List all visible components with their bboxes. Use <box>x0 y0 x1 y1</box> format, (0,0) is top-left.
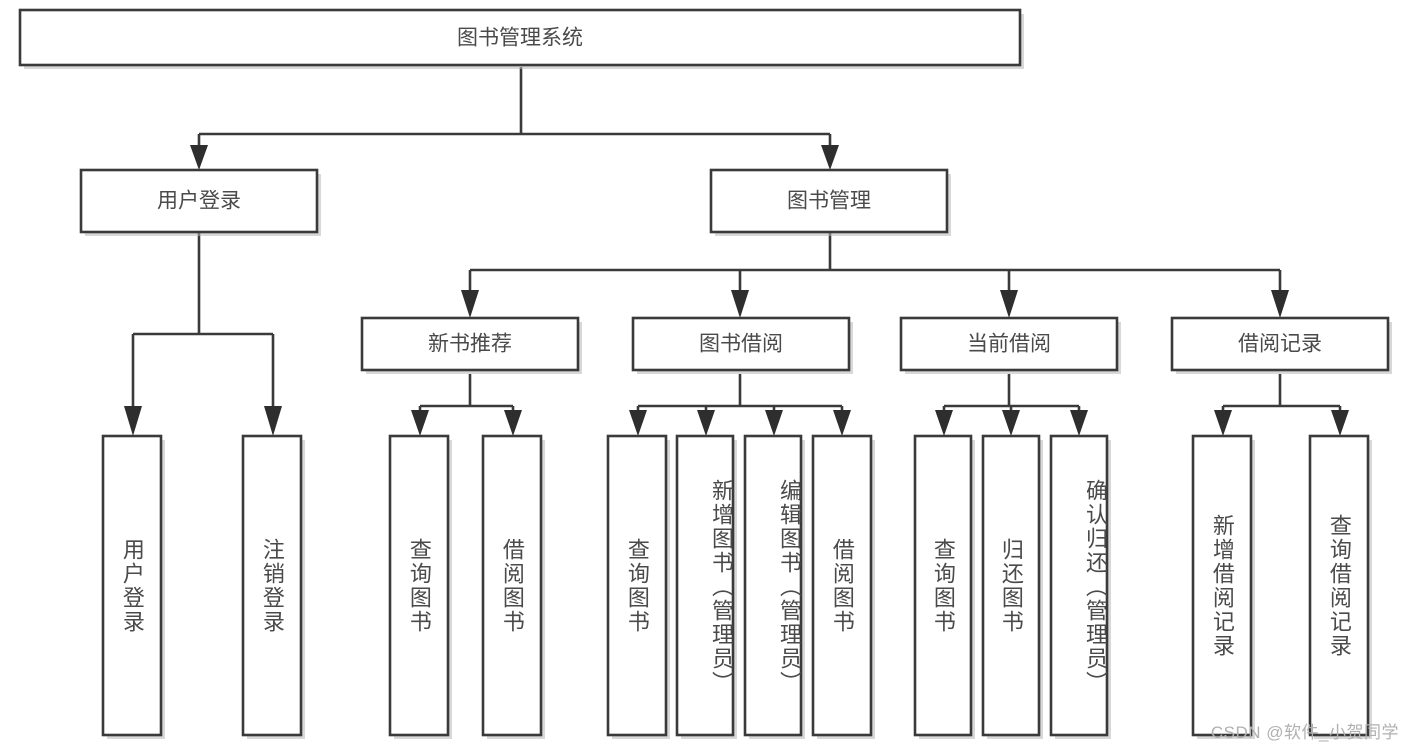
arrow-head-leaf-borrow-book-1 <box>504 410 522 436</box>
node-leaf-query-record-label: 查询借阅记录 <box>1326 513 1352 658</box>
arrow-head-book-manage <box>821 145 839 170</box>
node-leaf-return-book-textwrap: 归还图书 <box>998 537 1024 634</box>
node-leaf-edit-book-textwrap: 编辑图书（管理员） <box>777 478 801 695</box>
node-leaf-query-book-3-textwrap: 查询图书 <box>930 537 956 634</box>
arrow-head-leaf-query-book-1 <box>411 410 429 436</box>
arrow-head-current-borrow <box>1000 290 1018 318</box>
arrow-head-leaf-return-book <box>1002 410 1020 436</box>
node-leaf-borrow-book-1-label: 借阅图书 <box>499 537 525 634</box>
node-leaf-borrow-book-1[interactable]: 借阅图书 <box>481 434 545 739</box>
node-leaf-user-logout-textwrap: 注销登录 <box>259 537 285 634</box>
node-leaf-borrow-book-2[interactable]: 借阅图书 <box>811 434 875 739</box>
node-leaf-user-logout[interactable]: 注销登录 <box>241 434 305 739</box>
node-book-manage-box <box>709 168 949 234</box>
node-borrow-record-label: 借阅记录 <box>1238 333 1322 356</box>
node-new-book-rec-label: 新书推荐 <box>428 333 512 356</box>
node-leaf-user-logout-box <box>241 434 303 737</box>
arrow-head-leaf-user-logout <box>264 406 282 436</box>
node-book-manage-label: 图书管理 <box>787 190 871 213</box>
node-leaf-add-book-box <box>675 434 735 737</box>
node-current-borrow[interactable]: 当前借阅 <box>899 316 1121 374</box>
arrow-head-leaf-query-record <box>1331 410 1349 436</box>
node-leaf-add-record[interactable]: 新增借阅记录 <box>1191 434 1255 739</box>
node-current-borrow-label: 当前借阅 <box>967 333 1051 356</box>
node-user-login-box <box>79 168 319 234</box>
node-leaf-return-book-box <box>981 434 1041 737</box>
node-leaf-query-book-1-label: 查询图书 <box>406 537 432 634</box>
node-leaf-user-login[interactable]: 用户登录 <box>101 434 165 739</box>
node-leaf-add-book[interactable]: 新增图书（管理员） <box>675 434 737 739</box>
node-new-book-rec[interactable]: 新书推荐 <box>360 316 582 374</box>
node-user-login-label: 用户登录 <box>157 190 241 213</box>
node-leaf-borrow-book-1-textwrap: 借阅图书 <box>499 537 525 634</box>
node-leaf-edit-book[interactable]: 编辑图书（管理员） <box>743 434 805 739</box>
node-leaf-add-book-textwrap: 新增图书（管理员） <box>709 478 733 695</box>
arrow-head-leaf-query-book-2 <box>629 410 647 436</box>
node-leaf-query-book-3-label: 查询图书 <box>930 537 956 634</box>
node-root-box <box>18 8 1022 67</box>
node-leaf-edit-book-label: 编辑图书（管理员） <box>777 478 801 695</box>
node-leaf-query-book-3-box <box>913 434 973 737</box>
node-leaf-borrow-book-2-label: 借阅图书 <box>829 537 855 634</box>
node-book-borrow-label: 图书借阅 <box>699 333 783 356</box>
node-leaf-user-login-box <box>101 434 163 737</box>
node-leaf-confirm-return[interactable]: 确认归还（管理员） <box>1049 434 1111 739</box>
node-leaf-query-book-2-label: 查询图书 <box>624 537 650 634</box>
node-leaf-confirm-return-box <box>1049 434 1109 737</box>
arrow-head-leaf-query-book-3 <box>935 410 953 436</box>
node-root-label: 图书管理系统 <box>457 27 583 50</box>
node-leaf-query-book-2-box <box>606 434 668 737</box>
node-leaf-borrow-book-1-box <box>481 434 543 737</box>
node-new-book-rec-box <box>360 316 580 372</box>
node-leaf-add-book-label: 新增图书（管理员） <box>709 478 733 695</box>
node-leaf-add-record-textwrap: 新增借阅记录 <box>1209 513 1235 658</box>
node-borrow-record-box <box>1170 316 1390 372</box>
node-leaf-add-record-label: 新增借阅记录 <box>1209 513 1235 658</box>
node-book-borrow[interactable]: 图书借阅 <box>631 316 853 374</box>
node-book-borrow-box <box>631 316 851 372</box>
node-leaf-query-record-textwrap: 查询借阅记录 <box>1326 513 1352 658</box>
node-leaf-edit-book-box <box>743 434 803 737</box>
csdn-watermark: CSDN @软件_小贺同学 <box>1210 723 1399 742</box>
node-leaf-query-book-2-textwrap: 查询图书 <box>624 537 650 634</box>
node-leaf-return-book-label: 归还图书 <box>998 537 1024 634</box>
node-leaf-query-book-1-textwrap: 查询图书 <box>406 537 432 634</box>
node-leaf-borrow-book-2-textwrap: 借阅图书 <box>829 537 855 634</box>
arrow-head-new-book-rec <box>461 290 479 318</box>
arrow-head-user-login <box>190 145 208 170</box>
node-leaf-query-book-1-box <box>388 434 450 737</box>
node-book-manage[interactable]: 图书管理 <box>709 168 951 236</box>
node-leaf-add-record-box <box>1191 434 1253 737</box>
node-current-borrow-box <box>899 316 1119 372</box>
node-leaf-query-book-3[interactable]: 查询图书 <box>913 434 975 739</box>
node-leaf-query-record-box <box>1308 434 1370 737</box>
node-root[interactable]: 图书管理系统 <box>18 8 1024 69</box>
node-leaf-query-book-2[interactable]: 查询图书 <box>606 434 670 739</box>
node-leaf-return-book[interactable]: 归还图书 <box>981 434 1043 739</box>
node-leaf-user-login-textwrap: 用户登录 <box>119 537 145 634</box>
node-user-login[interactable]: 用户登录 <box>79 168 321 236</box>
node-leaf-user-login-label: 用户登录 <box>119 537 145 634</box>
arrow-head-borrow-record <box>1271 290 1289 318</box>
arrow-head-leaf-edit-book <box>765 410 783 436</box>
node-leaf-query-book-1[interactable]: 查询图书 <box>388 434 452 739</box>
arrow-head-book-borrow <box>731 290 749 318</box>
node-leaf-confirm-return-label: 确认归还（管理员） <box>1083 478 1107 695</box>
node-leaf-query-record[interactable]: 查询借阅记录 <box>1308 434 1372 739</box>
arrow-head-leaf-add-book <box>697 410 715 436</box>
arrow-head-leaf-user-login <box>124 406 142 436</box>
edge-layer <box>124 67 1349 436</box>
node-leaf-confirm-return-textwrap: 确认归还（管理员） <box>1083 478 1107 695</box>
arrow-head-leaf-borrow-book-2 <box>833 410 851 436</box>
arrow-head-leaf-add-record <box>1214 410 1232 436</box>
node-leaf-borrow-book-2-box <box>811 434 873 737</box>
arrow-head-leaf-confirm-return <box>1070 410 1088 436</box>
node-leaf-user-logout-label: 注销登录 <box>259 537 285 634</box>
node-borrow-record[interactable]: 借阅记录 <box>1170 316 1392 374</box>
